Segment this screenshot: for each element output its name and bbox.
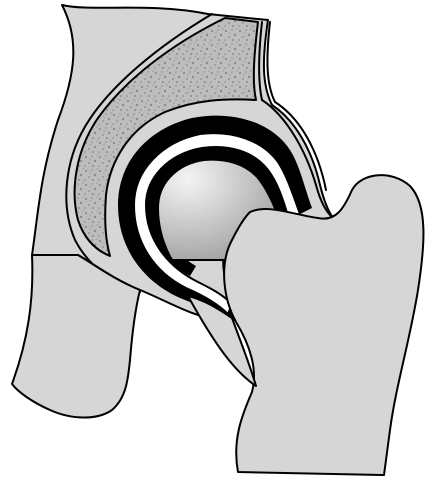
femur-bone [224, 175, 423, 475]
